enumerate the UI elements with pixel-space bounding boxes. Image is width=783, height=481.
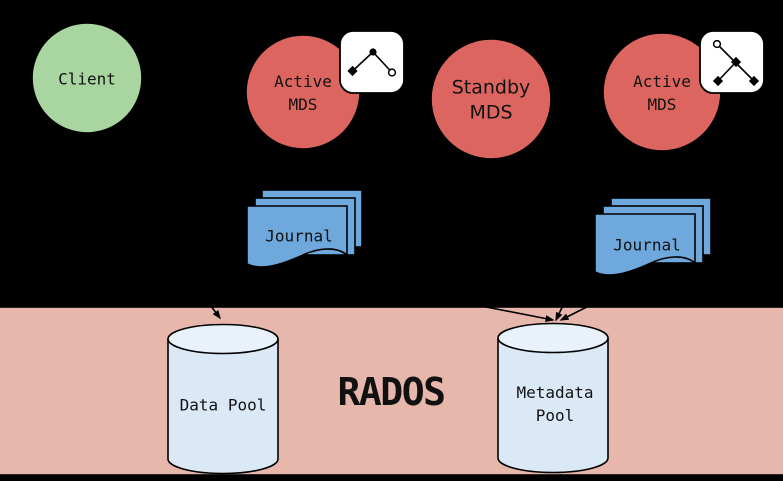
metadata-pool-cylinder [497, 322, 609, 474]
mds-subtree-icon-left [339, 30, 405, 94]
journal-right-stack [594, 197, 712, 276]
rados-region [0, 306, 783, 476]
standby-mds-node [430, 38, 552, 160]
journal-left-stack [246, 189, 363, 268]
client-node [31, 22, 143, 134]
data-pool-cylinder [167, 323, 279, 475]
arrow-journal-left-to-metadata-pool [337, 277, 555, 322]
arrow-journal-right-to-metadata-pool [559, 282, 635, 321]
mds-subtree-icon-right [699, 30, 765, 94]
arrow-client-to-data-pool [79, 132, 221, 320]
